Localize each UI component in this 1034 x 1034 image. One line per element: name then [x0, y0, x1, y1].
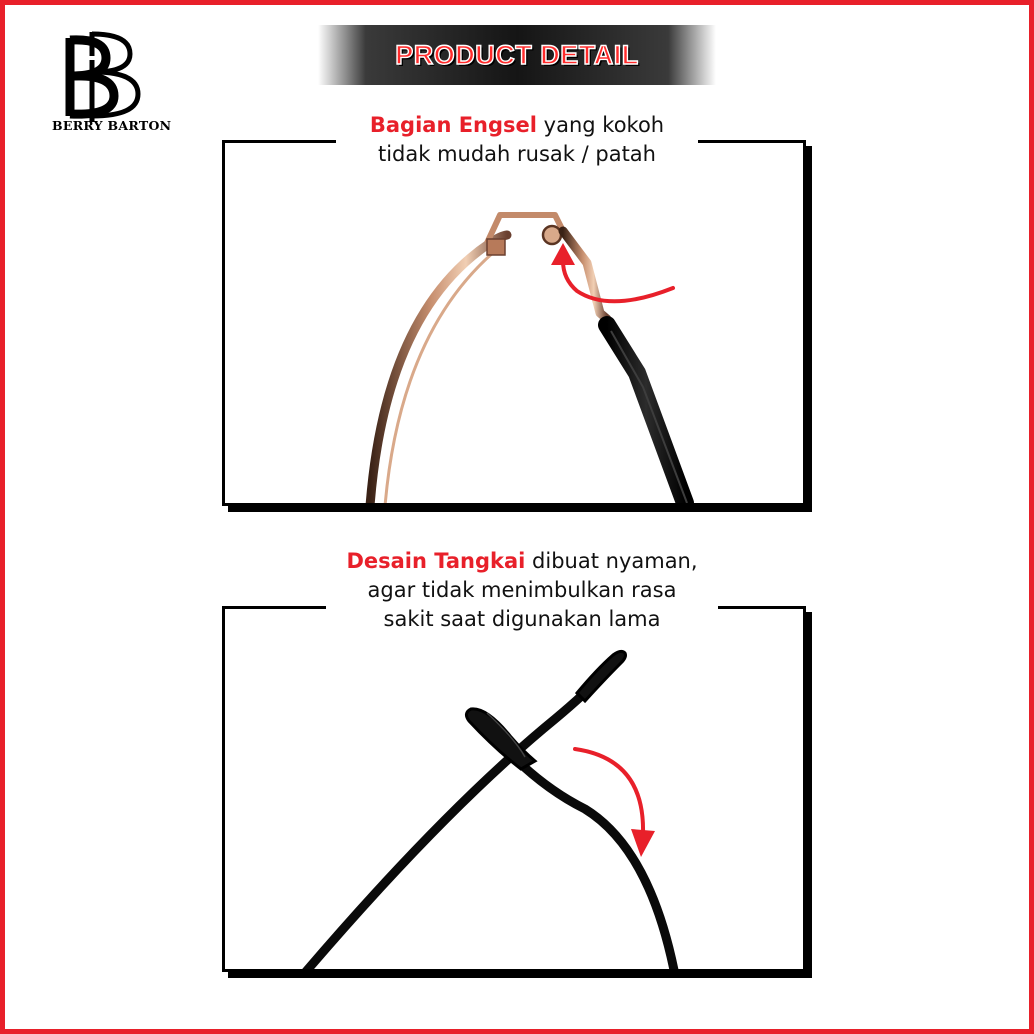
temple-caption-line2: agar tidak menimbulkan rasa: [367, 578, 677, 602]
hinge-caption-line1: Bagian Engsel yang kokoh: [336, 111, 698, 140]
red-curved-arrow-icon: [551, 243, 675, 304]
page-title: PRODUCT DETAIL: [395, 39, 639, 70]
temple-image-panel: [222, 606, 806, 972]
hinge-caption: Bagian Engsel yang kokoh tidak mudah rus…: [336, 111, 698, 171]
brand-logo: BERRY BARTON: [48, 28, 172, 138]
temple-caption-line1: Desain Tangkai dibuat nyaman,: [326, 547, 718, 576]
hinge-image-panel: [222, 140, 806, 506]
temple-caption-highlight: Desain Tangkai: [346, 549, 526, 573]
glasses-temple-photo: [302, 649, 679, 969]
header-banner: PRODUCT DETAIL: [318, 25, 716, 85]
bb-monogram-logo: [65, 31, 141, 122]
glasses-hinge-photo: [365, 212, 694, 503]
temple-caption-line3: sakit saat digunakan lama: [383, 607, 661, 631]
hinge-caption-highlight: Bagian Engsel: [369, 113, 537, 137]
hinge-caption-rest: yang kokoh: [543, 113, 665, 137]
hinge-caption-line2: tidak mudah rusak / patah: [377, 142, 656, 166]
brand-name: BERRY BARTON: [52, 118, 172, 133]
temple-caption-rest: dibuat nyaman,: [532, 549, 698, 573]
temple-caption: Desain Tangkai dibuat nyaman, agar tidak…: [326, 547, 718, 635]
red-curved-arrow-icon: [573, 747, 655, 857]
